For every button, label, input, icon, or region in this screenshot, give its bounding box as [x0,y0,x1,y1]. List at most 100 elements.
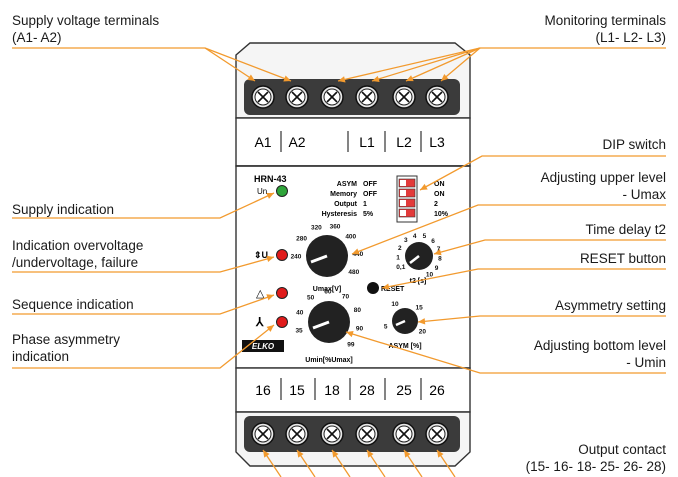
time-tick: 7 [437,246,441,253]
asym-tick: 10 [391,301,399,308]
umin-knob[interactable] [308,301,350,343]
asym-tick: 20 [419,329,427,336]
leader-arrowhead [382,283,390,290]
umax-tick: 280 [296,236,307,243]
bottom-terminal-label: 18 [324,382,340,398]
callout-supply-terminals: Supply voltage terminals (A1- A2) [12,12,159,46]
bottom-terminal-label: 25 [396,382,412,398]
umin-tick: 35 [295,328,303,335]
top-terminal-screw [392,85,416,109]
leader-line [337,47,481,82]
callout-supply-indication: Supply indication [12,201,114,218]
model-name: HRN-43 [254,174,287,184]
top-terminal-screw [425,85,449,109]
top-terminal-label: L3 [429,134,445,150]
top-terminal-label: A1 [254,134,271,150]
callout-line: - Umax [622,187,667,202]
dip-row-on: ON [434,191,445,198]
leader-arrowhead [266,294,274,301]
callout-dip-switch: DIP switch [602,136,666,153]
leader-line [381,268,666,289]
time-tick: 4 [413,233,417,240]
dip-lever-knob [400,200,406,206]
time-tick: 3 [404,237,408,244]
leader-arrowhead [266,325,274,332]
time-tick: 5 [423,233,427,240]
leader-line [371,47,481,82]
bottom-terminal-screw [285,422,309,446]
leader-line [433,239,666,255]
callout-line: (L1- L2- L3) [595,30,666,45]
time-tick: 1 [396,255,400,262]
leader-line [345,331,666,374]
led-sequence [276,287,288,299]
callout-bottom-level: Adjusting bottom level - Umin [534,337,666,371]
callout-line: Sequence indication [12,297,134,312]
led-label-un: Un [257,187,267,196]
asymmetry-knob[interactable] [392,308,418,334]
dip-lever[interactable] [398,178,416,188]
dip-lever[interactable] [398,208,416,218]
brand-logo [242,340,284,352]
leader-arrowhead [297,450,304,458]
umin-tick: 99 [347,341,355,348]
leader-arrowhead [404,450,411,458]
leader-line [12,256,275,273]
umax-tick: 360 [330,224,341,231]
umax-tick: 400 [345,234,356,241]
callout-line: (15- 16- 18- 25- 26- 28) [525,459,666,474]
bottom-terminal-label: 16 [255,382,271,398]
time-tick: 0,1 [396,264,405,271]
leader-line [12,324,275,369]
callout-fault-indication: Indication overvoltage /undervoltage, fa… [12,237,143,271]
callout-line: Indication overvoltage [12,238,144,253]
bottom-terminal-screw [251,422,275,446]
leader-arrowhead [434,249,442,256]
asym-tick: 5 [384,324,388,331]
bottom-terminal-screw [320,422,344,446]
callout-reset-button: RESET button [580,250,666,267]
dip-row-name: Memory [330,191,357,198]
dip-lever-knob [400,190,406,196]
leader-line [419,155,666,191]
callout-line: Time delay t2 [585,222,666,237]
bottom-terminal-label: 28 [359,382,375,398]
leader-line [12,294,275,315]
dip-row-on: 2 [434,201,438,208]
dip-row-off: 1 [363,201,367,208]
led-supply [276,185,288,197]
callout-line: Supply voltage terminals [12,13,160,28]
dip-lever[interactable] [398,188,416,198]
leader-arrowhead [437,450,444,458]
leader-line [440,47,666,82]
dip-lever[interactable] [398,198,416,208]
leader-arrowhead [266,255,274,262]
leader-arrowhead [406,75,414,82]
umin-tick: 50 [307,295,315,302]
top-terminal-label: L2 [396,134,412,150]
leader-arrowhead [283,75,291,82]
callout-upper-level: Adjusting upper level - Umax [541,169,666,203]
top-terminal-screw [285,85,309,109]
umin-tick: 40 [296,309,304,316]
umax-tick: 480 [348,269,359,276]
bottom-terminal-label: 15 [289,382,305,398]
umax-knob[interactable] [306,235,348,277]
callout-line: Adjusting upper level [540,170,666,185]
leader-line [417,315,666,323]
leader-arrowhead [266,193,274,199]
callout-line: DIP switch [602,137,666,152]
time-tick: 10 [426,272,434,279]
reset-button[interactable] [367,282,379,294]
umax-label: Umax[V] [313,286,341,293]
leader-arrowhead [346,330,354,338]
dip-row-on: ON [434,181,445,188]
asym-label: ASYM [%] [388,343,421,350]
umax-tick: 240 [291,254,302,261]
time-tick: 8 [438,256,442,263]
led-asymmetry [276,316,288,328]
bottom-terminal-screw [425,422,449,446]
time-delay-knob[interactable] [405,242,433,270]
dip-row-name: ASYM [337,181,357,188]
callout-line: Monitoring terminals [544,13,666,28]
